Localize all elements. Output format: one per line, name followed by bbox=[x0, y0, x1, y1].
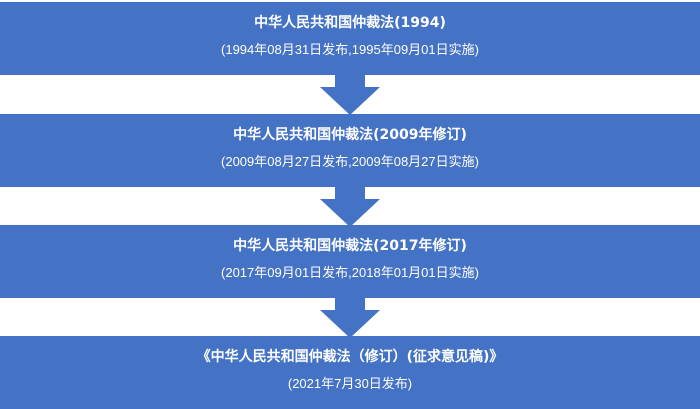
step-dates: (2017年09月01日发布,2018年01月01日实施) bbox=[221, 265, 479, 280]
step-box-2021-draft: 《中华人民共和国仲裁法（修订）(征求意见稿)》 (2021年7月30日发布) bbox=[0, 336, 700, 409]
down-arrow-icon bbox=[320, 73, 380, 115]
step-title: 中华人民共和国仲裁法(1994) bbox=[254, 15, 446, 31]
step-box-1994: 中华人民共和国仲裁法(1994) (1994年08月31日发布,1995年09月… bbox=[0, 2, 700, 75]
down-arrow-icon bbox=[320, 296, 380, 338]
step-box-2009: 中华人民共和国仲裁法(2009年修订) (2009年08月27日发布,2009年… bbox=[0, 114, 700, 187]
step-title: 中华人民共和国仲裁法(2009年修订) bbox=[233, 127, 467, 143]
step-title: 中华人民共和国仲裁法(2017年修订) bbox=[233, 238, 467, 254]
down-arrow-icon bbox=[320, 185, 380, 227]
step-dates: (1994年08月31日发布,1995年09月01日实施) bbox=[221, 42, 479, 57]
step-box-2017: 中华人民共和国仲裁法(2017年修订) (2017年09月01日发布,2018年… bbox=[0, 225, 700, 298]
step-dates: (2021年7月30日发布) bbox=[287, 376, 413, 391]
step-title: 《中华人民共和国仲裁法（修订）(征求意见稿)》 bbox=[196, 349, 504, 365]
step-dates: (2009年08月27日发布,2009年08月27日实施) bbox=[221, 154, 479, 169]
